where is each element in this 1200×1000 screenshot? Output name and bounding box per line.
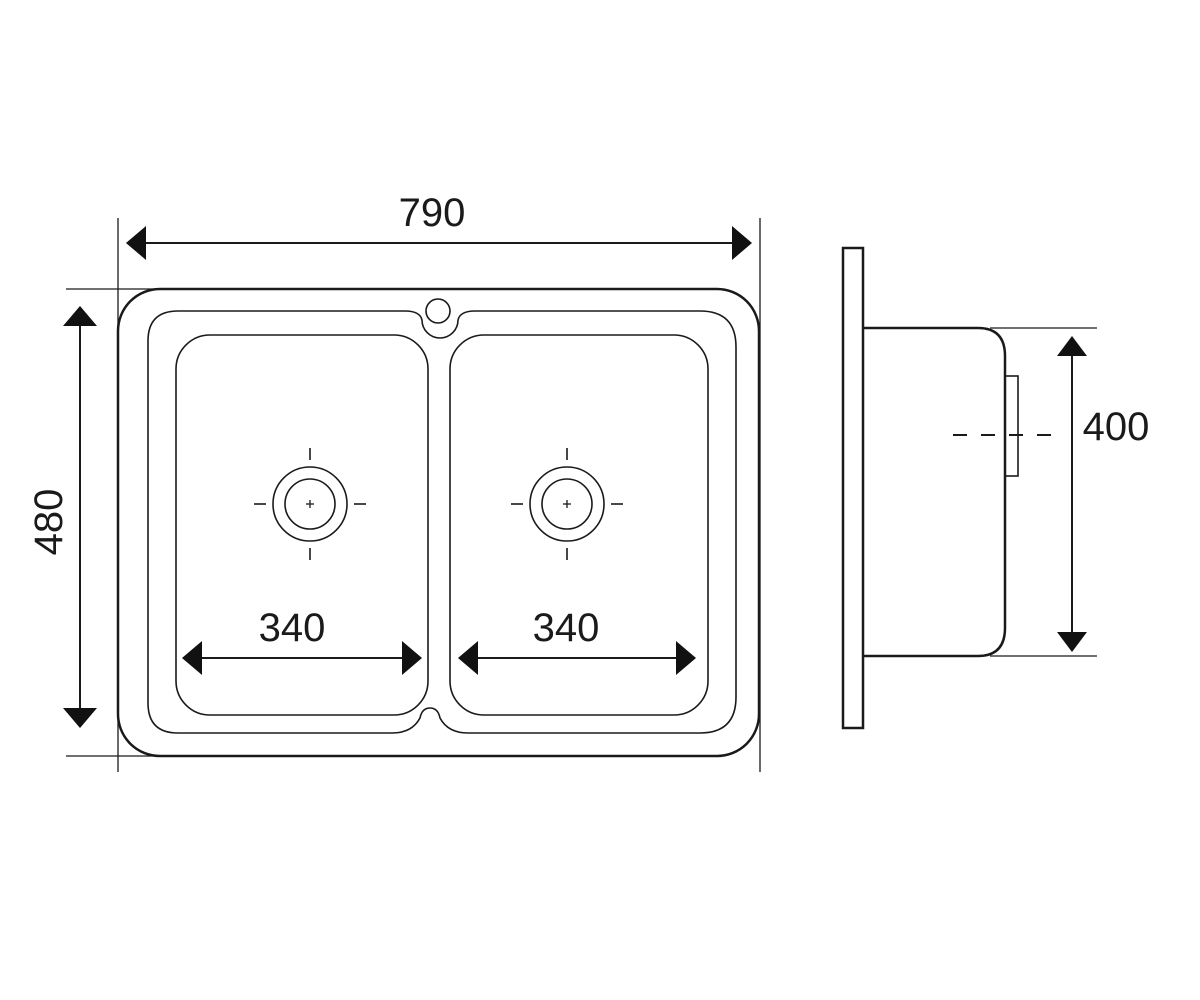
sink-inner-rim (147, 310, 737, 734)
tap-hole (425, 298, 451, 324)
left-drain (254, 448, 366, 560)
dimension-label-480: 480 (27, 489, 71, 556)
right-drain (511, 448, 623, 560)
dimension-label-340-left: 340 (259, 606, 326, 650)
bowl-profile (863, 326, 1007, 658)
left-bowl (175, 334, 429, 716)
dimension-left-bowl-width: 340 (182, 606, 422, 675)
dimension-label-340-right: 340 (533, 606, 600, 650)
right-bowl (449, 334, 709, 716)
sink-flange (841, 246, 865, 730)
dimension-overall-depth: 480 (27, 306, 97, 728)
top-view: 790 480 340 340 (27, 191, 761, 772)
dimension-label-790: 790 (399, 191, 466, 235)
dimension-label-400: 400 (1083, 405, 1150, 449)
overflow-fitting (1004, 375, 1019, 477)
dimension-bowl-height: 400 (1057, 336, 1149, 652)
sink-outer-rim (116, 287, 761, 758)
dimension-right-bowl-width: 340 (458, 606, 696, 675)
side-view: 400 (841, 246, 1149, 730)
dimension-overall-width: 790 (126, 191, 752, 260)
